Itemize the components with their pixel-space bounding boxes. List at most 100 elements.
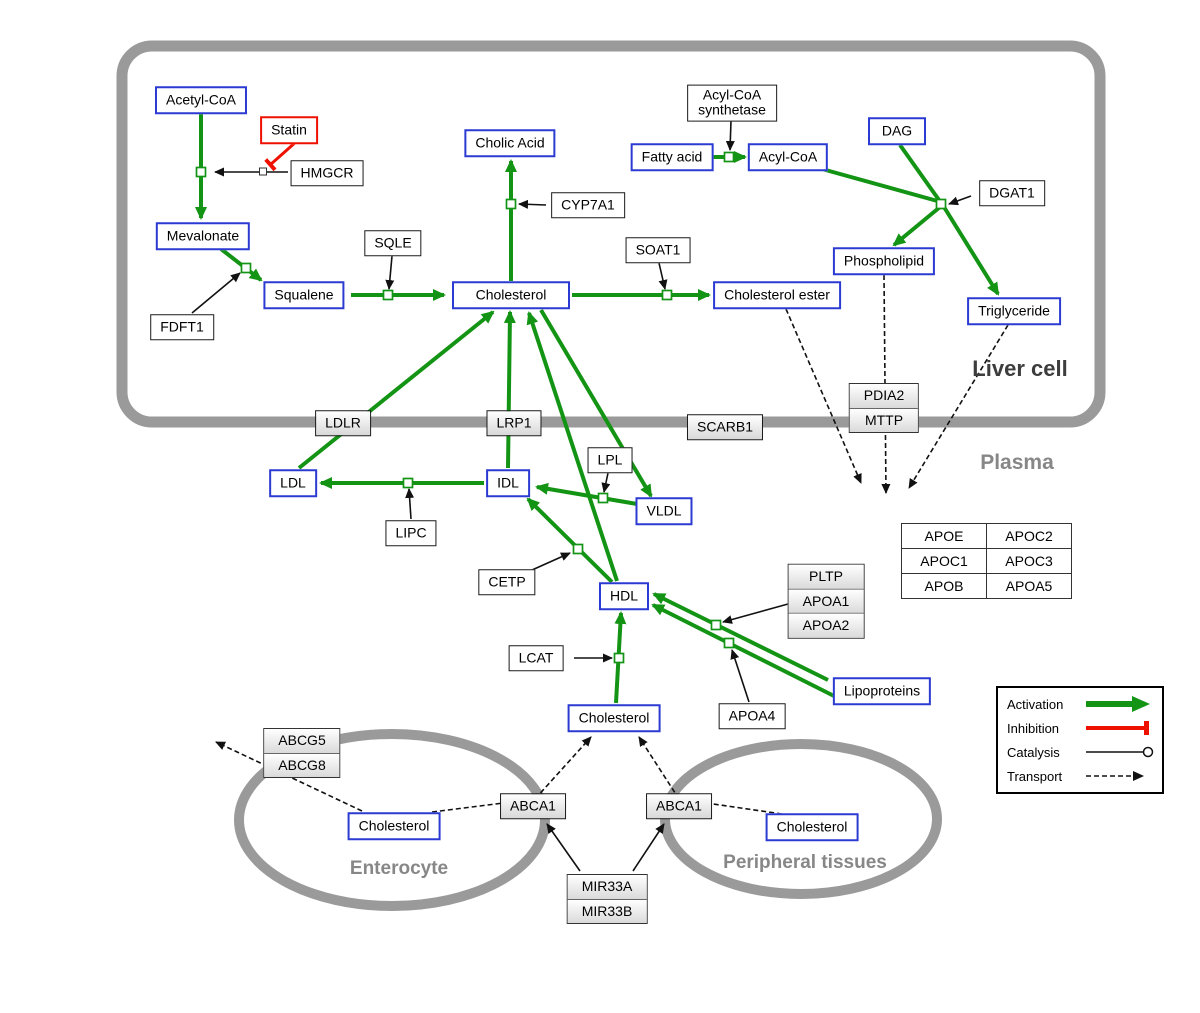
node-abca1-right[interactable]: ABCA1: [646, 793, 712, 819]
node-dag[interactable]: DAG: [868, 117, 926, 145]
node-idl[interactable]: IDL: [486, 469, 530, 497]
edge-vldl-to-idl-via-lpl: [535, 482, 638, 506]
node-cetp[interactable]: CETP: [478, 569, 536, 595]
node-fdft1[interactable]: FDFT1: [150, 314, 214, 340]
node-apoa2[interactable]: APOA2: [788, 613, 864, 638]
acyl-coa-synthetase-line1: Acyl-CoA: [702, 86, 762, 103]
node-pltp[interactable]: PLTP: [788, 564, 864, 590]
node-mevalonate[interactable]: Mevalonate: [155, 222, 251, 250]
node-acyl-coa[interactable]: Acyl-CoA: [747, 143, 829, 171]
inhibition-edge: [259, 139, 298, 176]
edge-dag-to-dgat-junction: [898, 143, 941, 202]
transport-phospholipid-via-mttp: [881, 274, 891, 494]
node-apoe[interactable]: APOE: [902, 524, 987, 549]
catalysis-cyp7a1: [518, 199, 547, 209]
catalysis-fdft1: [191, 272, 241, 314]
node-squalene[interactable]: Squalene: [263, 281, 345, 309]
legend-activation-label: Activation: [1007, 696, 1064, 712]
node-vldl[interactable]: VLDL: [635, 497, 693, 525]
transport-arrow-icon: [1086, 771, 1144, 781]
node-apob[interactable]: APOB: [902, 574, 987, 599]
node-lrp1[interactable]: LRP1: [486, 410, 542, 436]
node-cholesterol-plasma[interactable]: Cholesterol: [567, 704, 661, 732]
activation-arrow-icon: [1086, 696, 1150, 712]
node-acyl-coa-synthetase[interactable]: Acyl-CoA synthetase: [687, 84, 777, 122]
node-apoa4[interactable]: APOA4: [718, 703, 786, 729]
node-apoc2[interactable]: APOC2: [987, 524, 1072, 549]
regulation-mir33-abca1-left: [546, 823, 581, 872]
stack-pltp-apoa1-apoa2: PLTP APOA1 APOA2: [787, 563, 865, 639]
node-fatty-acid[interactable]: Fatty acid: [630, 143, 714, 171]
statin-hmgcr-junction: [259, 167, 267, 176]
node-ldl[interactable]: LDL: [269, 469, 317, 497]
legend-catalysis-label: Catalysis: [1007, 744, 1060, 760]
legend-row-transport: Transport: [998, 764, 1162, 788]
stack-abcg5-abcg8: ABCG5 ABCG8: [263, 728, 341, 778]
node-apoa5[interactable]: APOA5: [987, 574, 1072, 599]
inhibition-tee-icon: [1086, 721, 1149, 735]
node-lipoproteins[interactable]: Lipoproteins: [832, 677, 932, 705]
peripheral-tissues-label: Peripheral tissues: [723, 852, 887, 873]
edge-ldl-to-cholesterol-via-ldlr: [297, 310, 495, 470]
node-ldlr[interactable]: LDLR: [315, 410, 371, 436]
stack-mir33a-mir33b: MIR33A MIR33B: [566, 874, 648, 924]
node-mir33b[interactable]: MIR33B: [567, 899, 647, 923]
node-cyp7a1[interactable]: CYP7A1: [551, 192, 625, 218]
node-abca1-left[interactable]: ABCA1: [500, 793, 566, 819]
node-cholic-acid[interactable]: Cholic Acid: [464, 129, 556, 157]
node-apoa1[interactable]: APOA1: [788, 589, 864, 614]
legend-row-activation: Activation: [998, 692, 1162, 716]
node-statin[interactable]: Statin: [260, 116, 318, 144]
node-triglyceride[interactable]: Triglyceride: [967, 297, 1061, 325]
catalysis-apoa4: [730, 649, 750, 703]
plasma-label: Plasma: [980, 451, 1054, 474]
node-hdl[interactable]: HDL: [598, 582, 650, 610]
node-lcat[interactable]: LCAT: [508, 645, 564, 671]
node-cholesterol-ester[interactable]: Cholesterol ester: [713, 281, 841, 309]
node-apoc1[interactable]: APOC1: [902, 549, 987, 574]
node-acetyl-coa[interactable]: Acetyl-CoA: [154, 86, 248, 114]
node-cholesterol-liver[interactable]: Cholesterol: [452, 281, 570, 309]
peripheral-tissues-membrane: [660, 739, 942, 899]
catalysis-dgat1: [948, 195, 972, 206]
node-lipc[interactable]: LIPC: [385, 520, 437, 546]
process-nodes: [195, 151, 947, 664]
edge-idl-to-cholesterol-via-lrp1: [503, 310, 516, 469]
node-abcg8[interactable]: ABCG8: [264, 753, 340, 777]
node-apoc3[interactable]: APOC3: [987, 549, 1072, 574]
node-cholesterol-peripheral[interactable]: Cholesterol: [765, 813, 859, 841]
node-dgat1[interactable]: DGAT1: [979, 180, 1045, 206]
edge-lipoproteins-to-hdl-upper: [652, 592, 829, 682]
edge-cholesterol-to-vldl: [539, 308, 653, 498]
node-lpl[interactable]: LPL: [587, 447, 633, 473]
edge-lipoproteins-to-hdl-lower: [651, 603, 837, 699]
catalysis-lpl: [601, 472, 611, 493]
node-scarb1[interactable]: SCARB1: [686, 414, 764, 440]
node-hmgcr[interactable]: HMGCR: [290, 160, 364, 186]
edge-dgat-junction-to-phospholipid: [892, 205, 942, 247]
catalysis-acylcoa-synthetase: [725, 120, 735, 151]
node-mir33a[interactable]: MIR33A: [567, 875, 647, 900]
legend-row-catalysis: Catalysis: [998, 740, 1162, 764]
enterocyte-label: Enterocyte: [349, 858, 449, 879]
node-sqle[interactable]: SQLE: [364, 230, 422, 256]
node-mttp[interactable]: MTTP: [849, 408, 919, 432]
node-phospholipid[interactable]: Phospholipid: [832, 247, 936, 275]
catalysis-lipc: [405, 488, 415, 520]
activation-edges: [195, 114, 1000, 704]
liver-cell-label: Liver cell: [972, 356, 1068, 381]
node-pdia2[interactable]: PDIA2: [849, 384, 919, 409]
edge-hdl-to-idl-via-cetp: [526, 497, 614, 584]
catalysis-circle-icon: [1086, 746, 1154, 758]
legend: Activation Inhibition Catalysis: [996, 686, 1164, 794]
node-cholesterol-enterocyte[interactable]: Cholesterol: [347, 812, 441, 840]
legend-row-inhibition: Inhibition: [998, 716, 1162, 740]
node-soat1[interactable]: SOAT1: [625, 237, 691, 263]
liver-cell-membrane: [116, 40, 1106, 428]
regulation-mir33-abca1-right: [632, 823, 665, 872]
legend-transport-label: Transport: [1007, 768, 1063, 784]
legend-inhibition-label: Inhibition: [1007, 720, 1060, 736]
node-abcg5[interactable]: ABCG5: [264, 729, 340, 754]
transport-enterocyte-cholesterol-via-abca1: [431, 736, 592, 813]
